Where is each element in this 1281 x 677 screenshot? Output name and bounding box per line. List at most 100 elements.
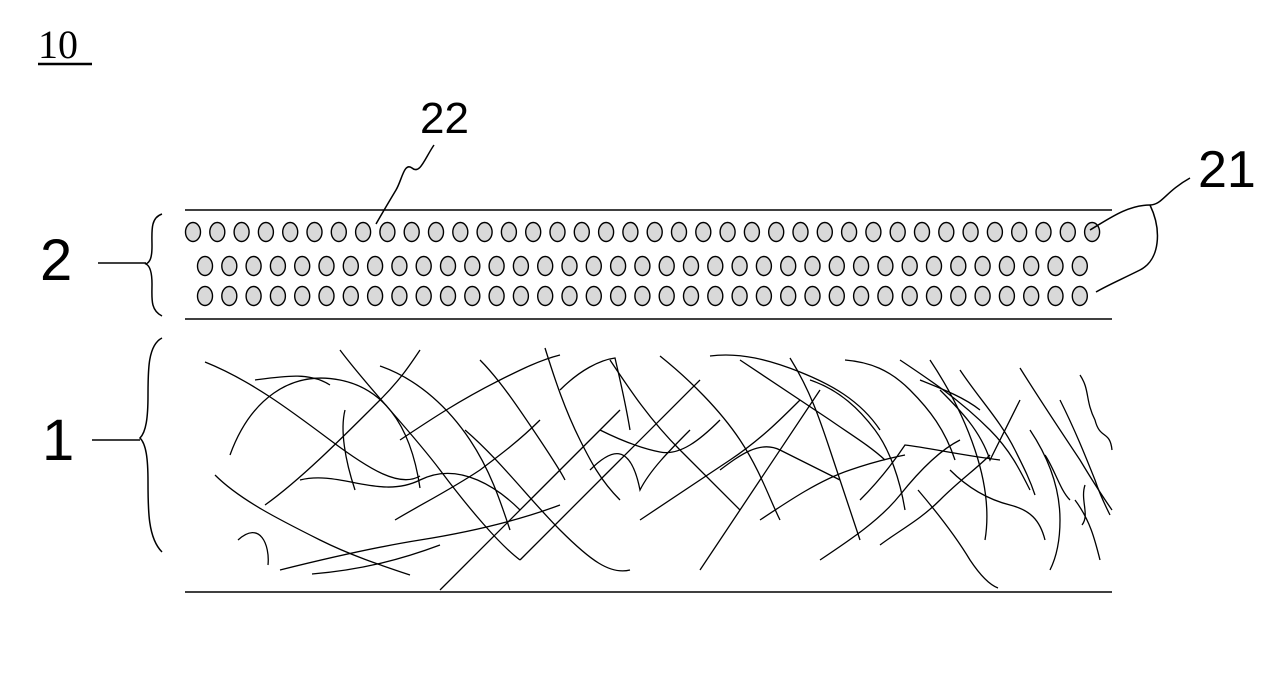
particle [611, 287, 626, 306]
fiber [640, 400, 800, 520]
bottom-layer-label: 1 [42, 408, 74, 473]
particle [902, 287, 917, 306]
particle [453, 223, 468, 242]
particle [574, 223, 589, 242]
particle [987, 223, 1002, 242]
fiber [600, 420, 720, 453]
particle [635, 257, 650, 276]
particle [1012, 223, 1027, 242]
particle [319, 287, 334, 306]
particle [331, 223, 346, 242]
particle [343, 257, 358, 276]
particle [708, 287, 723, 306]
fiber [230, 378, 420, 488]
particle [513, 287, 528, 306]
particle [489, 287, 504, 306]
particle [404, 223, 419, 242]
fiber [610, 360, 740, 510]
particle [1060, 223, 1075, 242]
fiber [700, 390, 820, 570]
particle [902, 257, 917, 276]
particle [696, 223, 711, 242]
fiber [340, 350, 520, 560]
particle [319, 257, 334, 276]
particle [732, 257, 747, 276]
particle [501, 223, 516, 242]
particle [744, 223, 759, 242]
particle [866, 223, 881, 242]
particle [198, 287, 213, 306]
particle [368, 287, 383, 306]
particle [538, 257, 553, 276]
fiber [960, 370, 1035, 495]
fiber [480, 360, 565, 480]
fiber [215, 475, 410, 575]
particle [392, 287, 407, 306]
particle-callout-leader-upper [1090, 178, 1190, 230]
particle [854, 257, 869, 276]
particle [647, 223, 662, 242]
bottom-layer [185, 348, 1112, 592]
fiber [1082, 485, 1085, 525]
particle [611, 257, 626, 276]
particle [246, 287, 261, 306]
particle [672, 223, 687, 242]
particle [489, 257, 504, 276]
particle [659, 257, 674, 276]
particle [1036, 223, 1051, 242]
fiber [950, 470, 1045, 540]
particle [1072, 287, 1087, 306]
particle [1048, 287, 1063, 306]
particle [562, 257, 577, 276]
particle [890, 223, 905, 242]
particle [283, 223, 298, 242]
particle [842, 223, 857, 242]
particle [246, 257, 261, 276]
particle [234, 223, 249, 242]
fiber [590, 430, 690, 490]
fiber [760, 455, 905, 520]
particle [927, 287, 942, 306]
particle [999, 287, 1014, 306]
fiber [790, 358, 860, 540]
particle [222, 287, 237, 306]
particle [878, 257, 893, 276]
particle [295, 257, 310, 276]
particle [526, 223, 541, 242]
particle [429, 223, 444, 242]
particle [951, 287, 966, 306]
particle [805, 287, 820, 306]
fiber [940, 390, 1020, 460]
particle [210, 223, 225, 242]
particle [829, 287, 844, 306]
matrix-callout-leader [376, 145, 434, 224]
particle [513, 257, 528, 276]
particle [805, 257, 820, 276]
particle [380, 223, 395, 242]
particle [270, 287, 285, 306]
particle [1072, 257, 1087, 276]
particle [915, 223, 930, 242]
particle [963, 223, 978, 242]
fiber [720, 447, 840, 480]
fiber [280, 505, 560, 570]
particle [356, 223, 371, 242]
particle [684, 287, 699, 306]
bottom-layer-brace [140, 338, 162, 552]
particle [781, 287, 796, 306]
fiber [1030, 430, 1060, 570]
particle [186, 223, 201, 242]
particle [222, 257, 237, 276]
particle [465, 257, 480, 276]
particle [635, 287, 650, 306]
fiber-network [205, 348, 1112, 590]
particle [817, 223, 832, 242]
particle [793, 223, 808, 242]
particle [562, 287, 577, 306]
matrix-callout-label: 22 [420, 94, 469, 143]
top-layer-label: 2 [40, 228, 72, 293]
fiber [400, 355, 560, 440]
fiber [380, 366, 510, 530]
particle [623, 223, 638, 242]
